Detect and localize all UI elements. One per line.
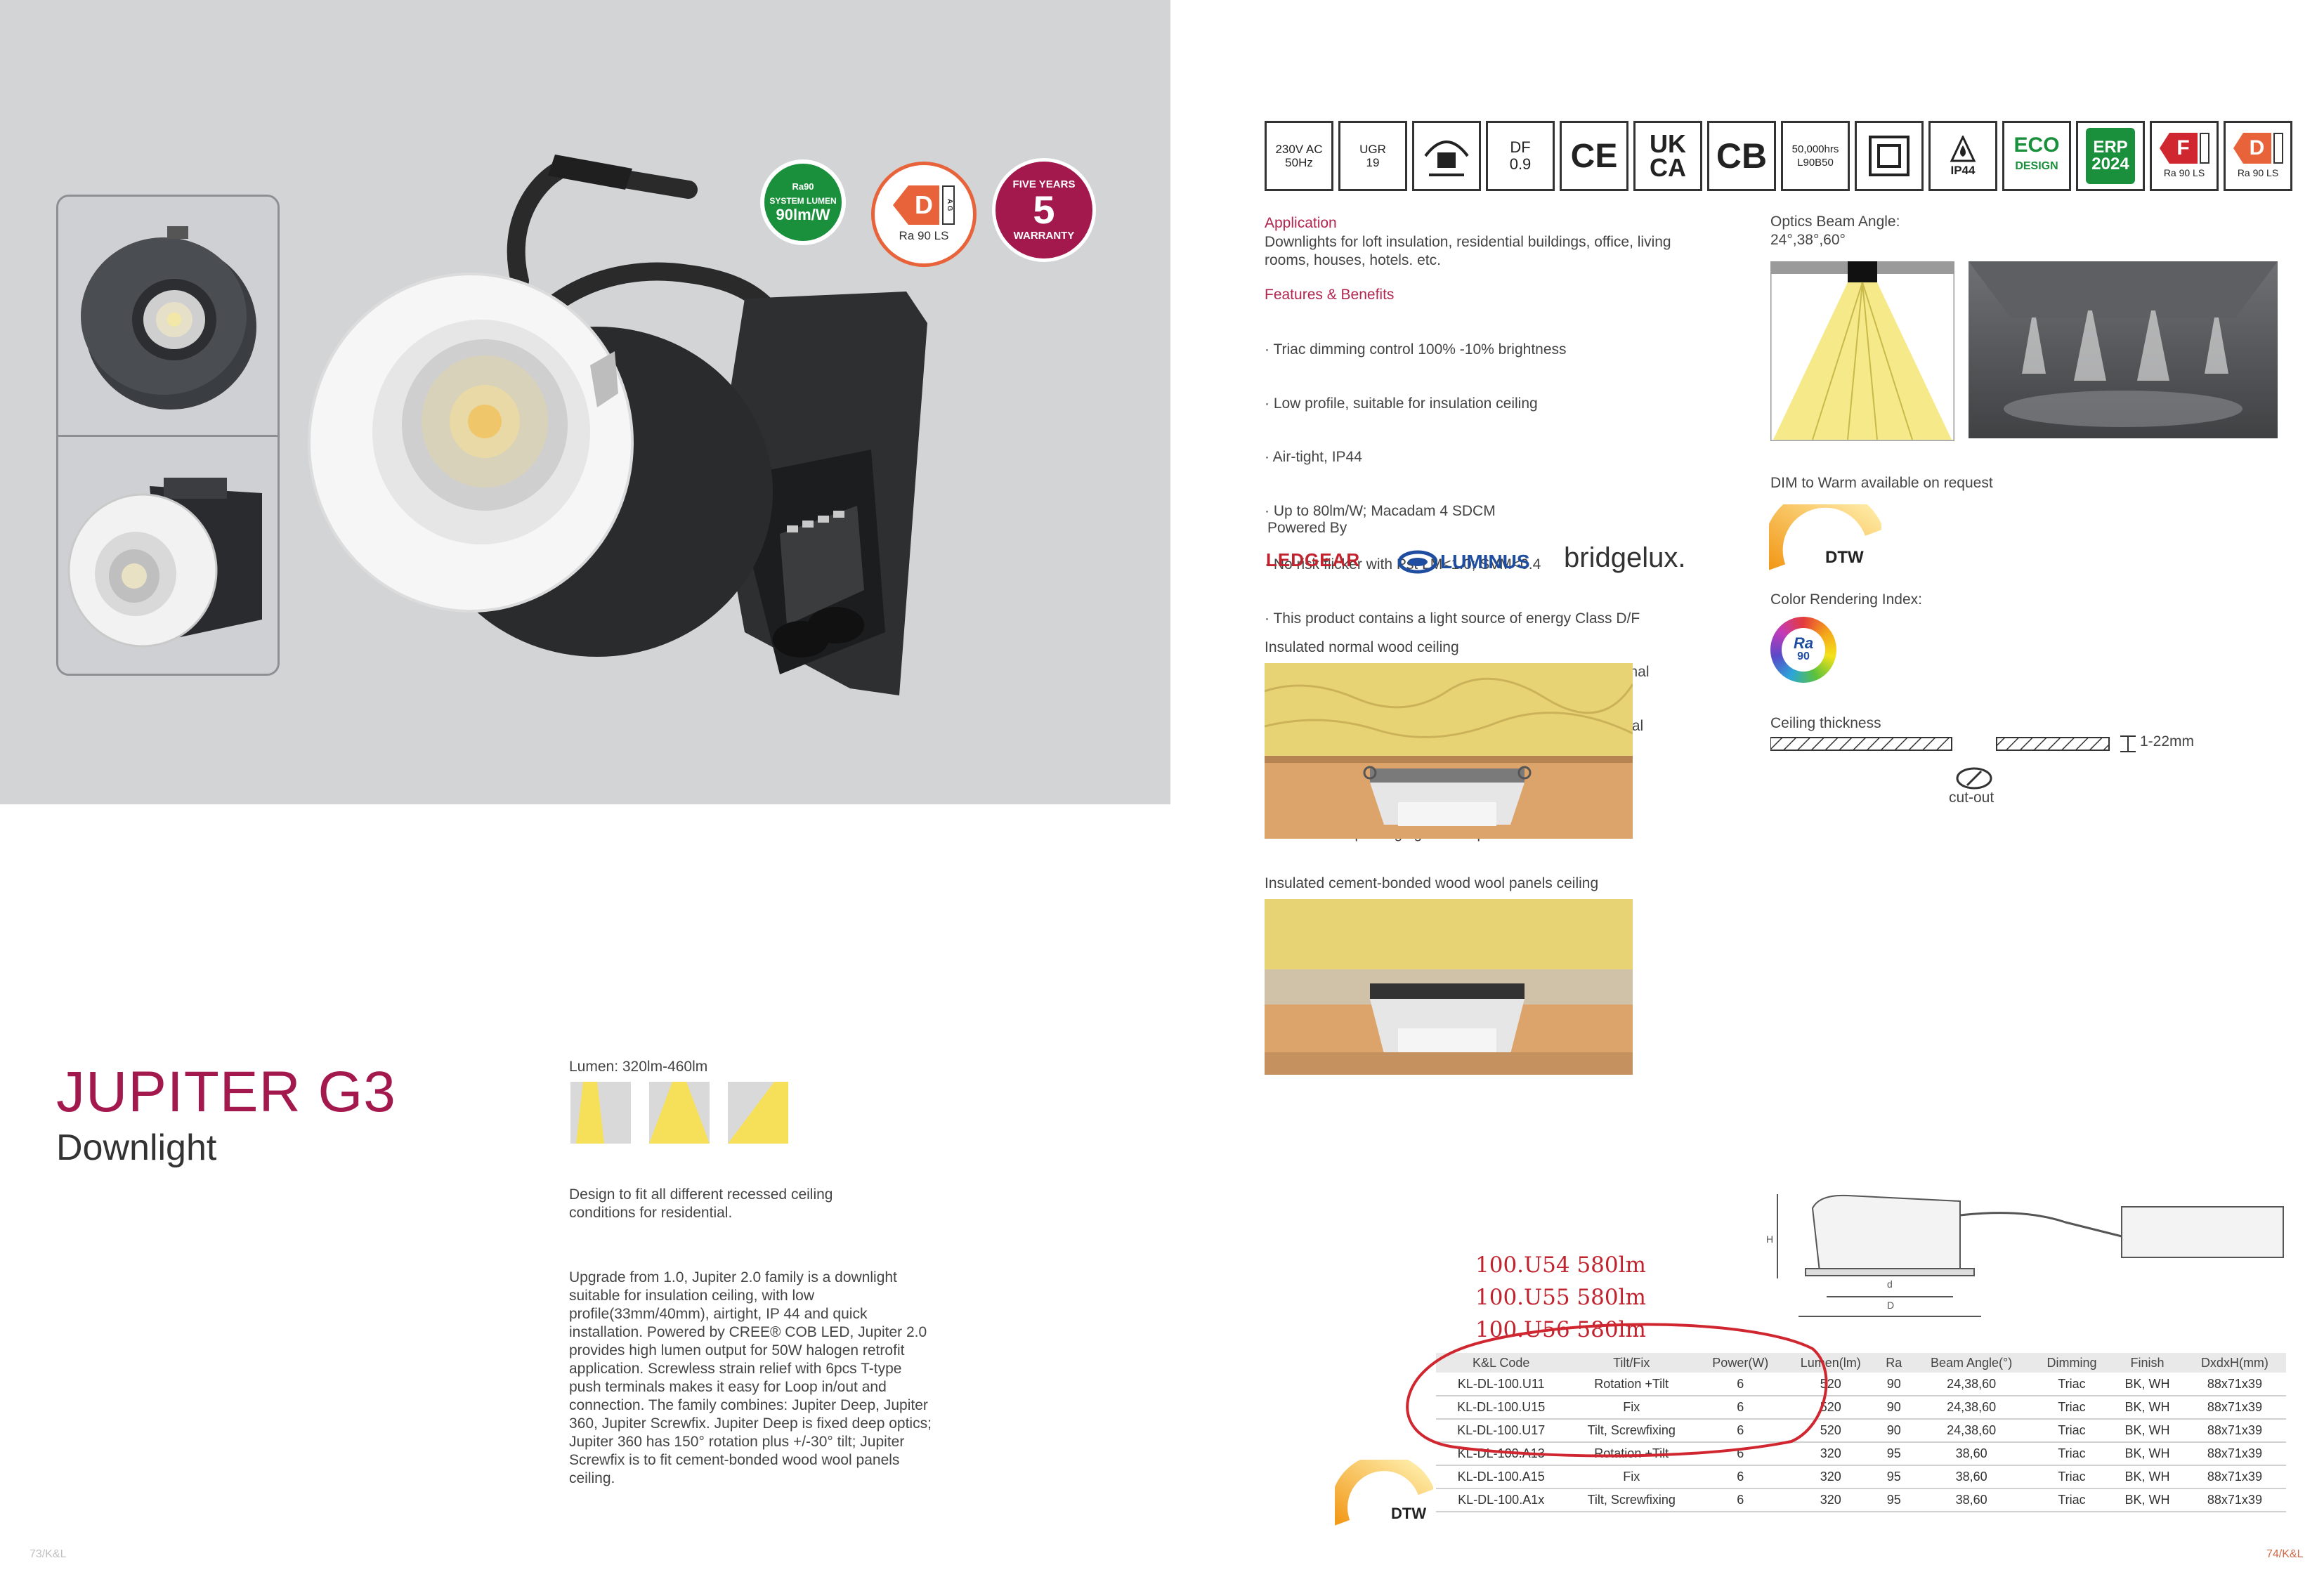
dim-label-h: H — [1766, 1234, 1774, 1245]
product-type: Downlight — [56, 1127, 217, 1168]
page-number-right: 74/K&L — [2266, 1548, 2304, 1560]
warranty-bottom: WARRANTY — [1013, 230, 1075, 242]
feature-item: · Triac dimming control 100% -10% bright… — [1265, 341, 1567, 358]
table-header: K&L Code — [1436, 1353, 1567, 1373]
powered-by-label: Powered By — [1267, 520, 1347, 536]
table-header: Dimming — [2032, 1353, 2112, 1373]
warranty-top: FIVE YEARS — [1012, 178, 1076, 190]
install-image-wood — [1265, 663, 1633, 839]
efficacy-badge-top: Ra90 — [792, 181, 814, 192]
beam-angle-diagram — [1770, 261, 1954, 441]
lumen-label: Lumen: 320lm-460lm — [569, 1059, 708, 1075]
ceiling-thickness-label: Ceiling thickness — [1770, 715, 1881, 731]
ceiling-thickness-range: 1-22mm — [2140, 733, 2195, 750]
annotation-ellipse — [1406, 1323, 1828, 1458]
intro-text: Design to fit all different recessed cei… — [569, 1186, 833, 1221]
table-header: Beam Angle(°) — [1910, 1353, 2032, 1373]
insulation-icon — [1412, 121, 1481, 191]
handwritten-line: 100.U54 580lm — [1475, 1252, 1646, 1278]
warranty-badge: FIVE YEARS 5 WARRANTY — [992, 158, 1096, 262]
table-header: Tilt/Fix — [1566, 1353, 1697, 1373]
page-number-left: 73/K&L — [30, 1548, 67, 1560]
application-title: Application — [1265, 215, 1337, 231]
main-product-image — [308, 155, 927, 695]
luminus-logo: LUMINUS — [1398, 548, 1530, 576]
ce-mark-icon: CE — [1560, 121, 1628, 191]
energy-class-letter: D — [908, 185, 939, 225]
black-downlight-thumbnail — [58, 197, 278, 435]
description-text: Upgrade from 1.0, Jupiter 2.0 family is … — [569, 1269, 932, 1486]
thumbnail-panel — [56, 195, 280, 676]
install-caption-cement: Insulated cement-bonded wood wool panels… — [1265, 875, 1599, 891]
table-header: Power(W) — [1697, 1353, 1784, 1373]
dtw-badge-text: DTW — [1825, 548, 1864, 567]
feature-item: · No risk flicker with Pst LM<1.0; SVM<0… — [1265, 556, 1541, 572]
energy-class-badge: D A G Ra 90 LS — [871, 162, 977, 267]
efficacy-badge-mid: SYSTEM LUMEN — [769, 195, 837, 206]
table-header: Lumen(lm) — [1784, 1353, 1878, 1373]
feature-item: · Up to 80lm/W; Macadam 4 SDCM — [1265, 502, 1496, 519]
cri-icon: Ra 90 — [1770, 617, 1836, 683]
table-dtw-text: DTW — [1391, 1505, 1427, 1522]
efficacy-badge-value: 90lm/W — [776, 205, 830, 223]
cri-label: Color Rendering Index: — [1770, 591, 1922, 608]
dtw-label: DIM to Warm available on request — [1770, 475, 1993, 491]
application-text: Downlights for loft insulation, resident… — [1265, 234, 1671, 268]
cb-mark-icon: CB — [1707, 121, 1776, 191]
bridgelux-logo: bridgelux. — [1564, 542, 1686, 573]
energy-label-d: D Ra 90 LS — [2224, 121, 2292, 191]
table-dtw-icon: DTW — [1331, 1454, 1435, 1530]
dim-label-d: d — [1887, 1278, 1893, 1290]
class-ii-icon — [1855, 121, 1924, 191]
white-downlight-thumbnail — [58, 437, 278, 674]
product-name: JUPITER G3 — [56, 1060, 396, 1124]
luminus-swoosh-icon — [1398, 550, 1437, 574]
feature-item: · Air-tight, IP44 — [1265, 449, 1362, 465]
room-render-image — [1969, 261, 2278, 438]
efficacy-badge: Ra90 SYSTEM LUMEN 90lm/W — [760, 159, 846, 245]
energy-note: Ra 90 LS — [899, 229, 949, 242]
energy-label-f: F Ra 90 LS — [2150, 121, 2219, 191]
ceiling-thickness-diagram — [1770, 735, 2136, 790]
luminus-logo-text: LUMINUS — [1440, 551, 1530, 572]
warranty-number: 5 — [1033, 188, 1055, 232]
handwritten-line: 100.U55 580lm — [1475, 1285, 1646, 1310]
install-image-cement — [1265, 899, 1633, 1075]
feature-item: · Low profile, suitable for insulation c… — [1265, 395, 1538, 412]
table-header: Finish — [2111, 1353, 2183, 1373]
water-drop-icon: IP44 — [1928, 121, 1997, 191]
table-header: Ra — [1877, 1353, 1911, 1373]
features-title: Features & Benefits — [1265, 287, 1395, 303]
dimension-drawing — [1777, 1194, 2284, 1317]
dim-label-D: D — [1887, 1300, 1895, 1311]
optics-label: Optics Beam Angle: — [1770, 214, 1900, 230]
dtw-icon: DTW — [1763, 488, 1884, 575]
cutout-label: cut-out — [1949, 790, 1995, 806]
feature-item: · This product contains a light source o… — [1265, 610, 1640, 627]
lumen-beam-icons — [570, 1082, 788, 1144]
optics-values: 24°,38°,60° — [1770, 232, 1846, 248]
hero-image-area: Ra90 SYSTEM LUMEN 90lm/W D A G Ra 90 LS … — [0, 0, 1170, 804]
table-header-row: K&L Code Tilt/Fix Power(W) Lumen(lm) Ra … — [1436, 1353, 2286, 1373]
table-header: DxdxH(mm) — [2183, 1353, 2286, 1373]
ledgear-logo: LEDGEAR — [1266, 549, 1361, 570]
install-caption-wood: Insulated normal wood ceiling — [1265, 639, 1459, 655]
energy-scale: A G — [942, 185, 955, 225]
